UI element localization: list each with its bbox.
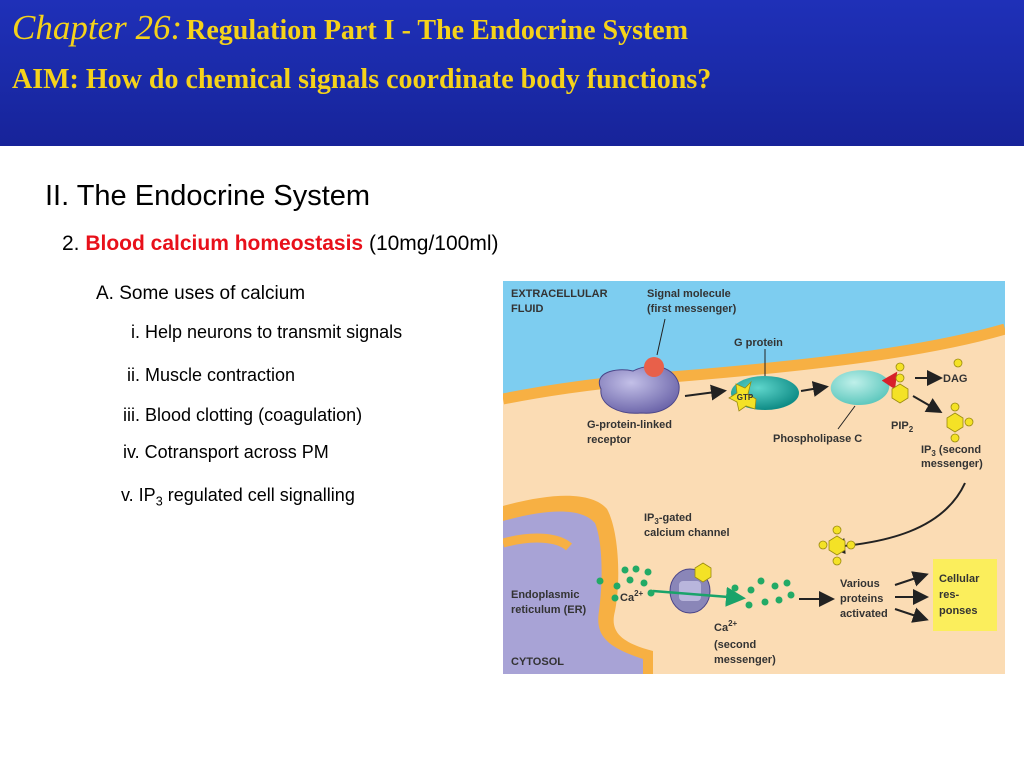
er-calcium-dots <box>596 565 655 602</box>
er-lumen <box>503 511 643 674</box>
gtp-label: GTP <box>737 393 754 402</box>
phospholipase-leader-line <box>837 405 856 430</box>
phospholipase-label: Phospholipase C <box>773 433 862 445</box>
signal-label-2: (first messenger) <box>647 303 737 315</box>
use-item-2: ii. Muscle contraction <box>127 365 296 385</box>
arrow-calcium-release <box>652 586 746 607</box>
signal-leader-line <box>656 318 666 356</box>
various-label-1: Various <box>840 578 880 590</box>
pip2-label: PIP2 <box>891 420 914 434</box>
phospholipase-c-icon <box>830 370 890 405</box>
receptor-shape <box>598 365 680 414</box>
cytosol-calcium-dots <box>731 577 795 609</box>
chapter-subtitle: Regulation Part I - The Endocrine System <box>186 15 689 46</box>
er-fold <box>503 533 573 551</box>
channel-label-sub: 3 <box>654 517 659 526</box>
arrow-gprotein-to-plc <box>800 381 829 397</box>
dag-label: DAG <box>943 373 967 385</box>
ip3-molecule-icon <box>946 402 974 443</box>
er-label-2: reticulum (ER) <box>511 604 587 616</box>
ip3-channel-molecule-icon <box>818 525 856 566</box>
calcium-channel-icon <box>669 562 712 614</box>
aim-line: AIM: How do chemical signals coordinate … <box>12 64 712 95</box>
ca-label-sup: 2+ <box>634 589 643 598</box>
ca2-label-2: (second <box>714 639 756 651</box>
dag-molecule-icon <box>953 358 963 368</box>
slide-header: Chapter 26: Regulation Part I - The Endo… <box>0 0 1024 146</box>
use-item-5-suffix: regulated cell signalling <box>162 485 355 505</box>
ca2-label-sup: 2+ <box>728 619 737 628</box>
section-title: II. The Endocrine System <box>45 180 371 212</box>
arrow-receptor-to-gprotein <box>684 384 727 401</box>
cellular-label-2: res- <box>939 589 960 601</box>
g-protein-label: G protein <box>734 337 783 349</box>
ip3-label-suffix: (second <box>936 444 981 456</box>
chapter-label: Chapter 26: <box>12 8 183 47</box>
plasma-membrane <box>503 323 1005 405</box>
use-item-1: i. Help neurons to transmit signals <box>131 322 403 342</box>
channel-label-1: IP3-gated <box>644 512 692 526</box>
use-item-5-sub: 3 <box>155 494 163 509</box>
arrow-response-3 <box>894 607 929 623</box>
various-label-2: proteins <box>840 593 883 605</box>
uses-heading: A. Some uses of calcium <box>96 283 306 304</box>
ip3-label-2: messenger) <box>921 458 983 470</box>
chapter-title: Chapter 26: Regulation Part I - The Endo… <box>12 8 688 48</box>
pip2-molecule-icon <box>891 362 909 404</box>
extracellular-region <box>503 281 1005 399</box>
arrow-to-ip3 <box>912 395 943 413</box>
ca-label-main: Ca <box>620 592 635 604</box>
channel-label-suffix: -gated <box>659 512 692 524</box>
signal-pathway-diagram: GTP <box>503 281 1005 674</box>
subtopic-highlight: Blood calcium homeostasis <box>85 232 364 255</box>
use-item-5: v. IP3 regulated cell signalling <box>121 485 355 509</box>
use-item-3: iii. Blood clotting (coagulation) <box>123 405 363 425</box>
ip3-label-sub: 3 <box>931 449 936 458</box>
signal-molecule-icon <box>644 357 664 377</box>
extracellular-label-1: EXTRACELLULAR <box>511 288 608 300</box>
ca-label: Ca2+ <box>620 589 644 604</box>
pip2-label-sub: 2 <box>909 425 914 434</box>
channel-label-main: IP <box>644 512 654 524</box>
subtopic-number: 2. <box>62 232 80 255</box>
channel-label-2: calcium channel <box>644 527 730 539</box>
ip3-label-1: IP3 (second <box>921 444 981 458</box>
receptor-label-1: G-protein-linked <box>587 419 672 431</box>
subtopic-value: (10mg/100ml) <box>368 232 499 255</box>
ca2-label-3: messenger) <box>714 654 776 666</box>
er-label-1: Endoplasmic <box>511 589 579 601</box>
subtopic: 2. Blood calcium homeostasis (10mg/100ml… <box>62 232 499 256</box>
various-label-3: activated <box>840 608 888 620</box>
arrow-response-1 <box>894 571 929 587</box>
cellular-label-3: ponses <box>939 605 978 617</box>
extracellular-label-2: FLUID <box>511 303 543 315</box>
gtp-icon <box>728 380 757 412</box>
cytosol-label: CYTOSOL <box>511 656 564 668</box>
arrow-plc-to-pip2 <box>881 371 898 390</box>
ip3-label-main: IP <box>921 444 931 456</box>
ca2-label-main: Ca <box>714 622 729 634</box>
use-item-4: iv. Cotransport across PM <box>123 442 329 462</box>
pip2-label-main: PIP <box>891 420 909 432</box>
cellular-label-1: Cellular <box>939 573 980 585</box>
signal-label-1: Signal molecule <box>647 288 731 300</box>
receptor-label-2: receptor <box>587 434 632 446</box>
ca2-label-1: Ca2+ <box>714 619 738 634</box>
use-item-5-prefix: v. IP <box>121 485 156 505</box>
cellular-responses-box <box>933 559 997 631</box>
